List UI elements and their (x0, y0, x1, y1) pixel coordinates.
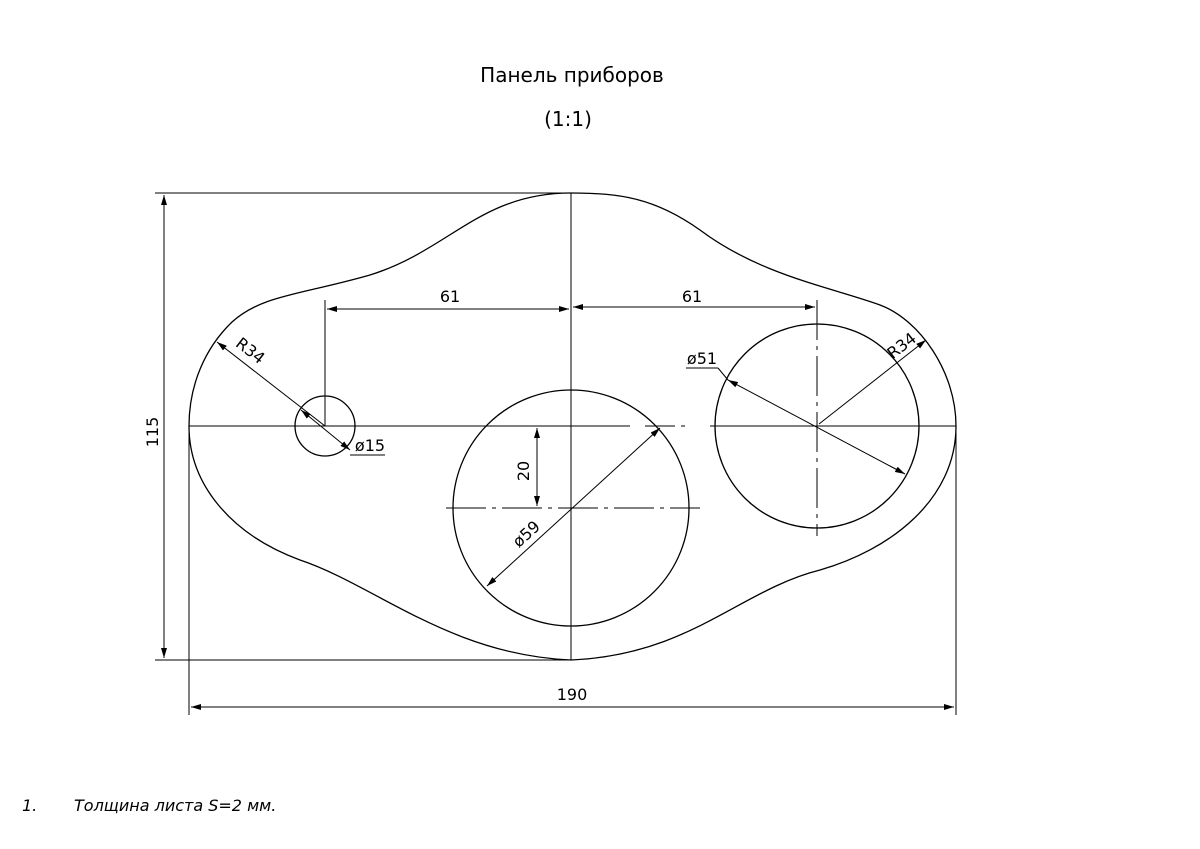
dim-hole-center: ø59 (509, 517, 544, 551)
dim-offset-right: 61 (682, 287, 702, 306)
dim-line-hole-right (727, 379, 906, 475)
dim-line-hole-small (300, 409, 351, 451)
note-number: 1. (22, 796, 38, 815)
drawing-title: Панель приборов (480, 63, 664, 87)
dim-line-radius-right (818, 339, 927, 425)
dim-vertical-offset: 20 (514, 461, 533, 481)
drawing-scale: (1:1) (544, 107, 592, 131)
dim-overall-width: 190 (557, 685, 588, 704)
dim-line-hole-center (486, 427, 661, 587)
dim-offset-left: 61 (440, 287, 460, 306)
center-lines (189, 193, 956, 660)
dim-radius-right: R34 (883, 328, 920, 362)
dim-overall-height: 115 (143, 417, 162, 448)
extension-lines (155, 192, 957, 715)
note-text: Толщина листа S=2 мм. (74, 796, 277, 815)
leader-hole-right-diag (717, 367, 729, 381)
dim-hole-small: ø15 (355, 436, 385, 455)
dim-line-radius-left (216, 341, 326, 427)
dim-hole-right: ø51 (687, 349, 717, 368)
dim-radius-left: R34 (232, 333, 269, 367)
